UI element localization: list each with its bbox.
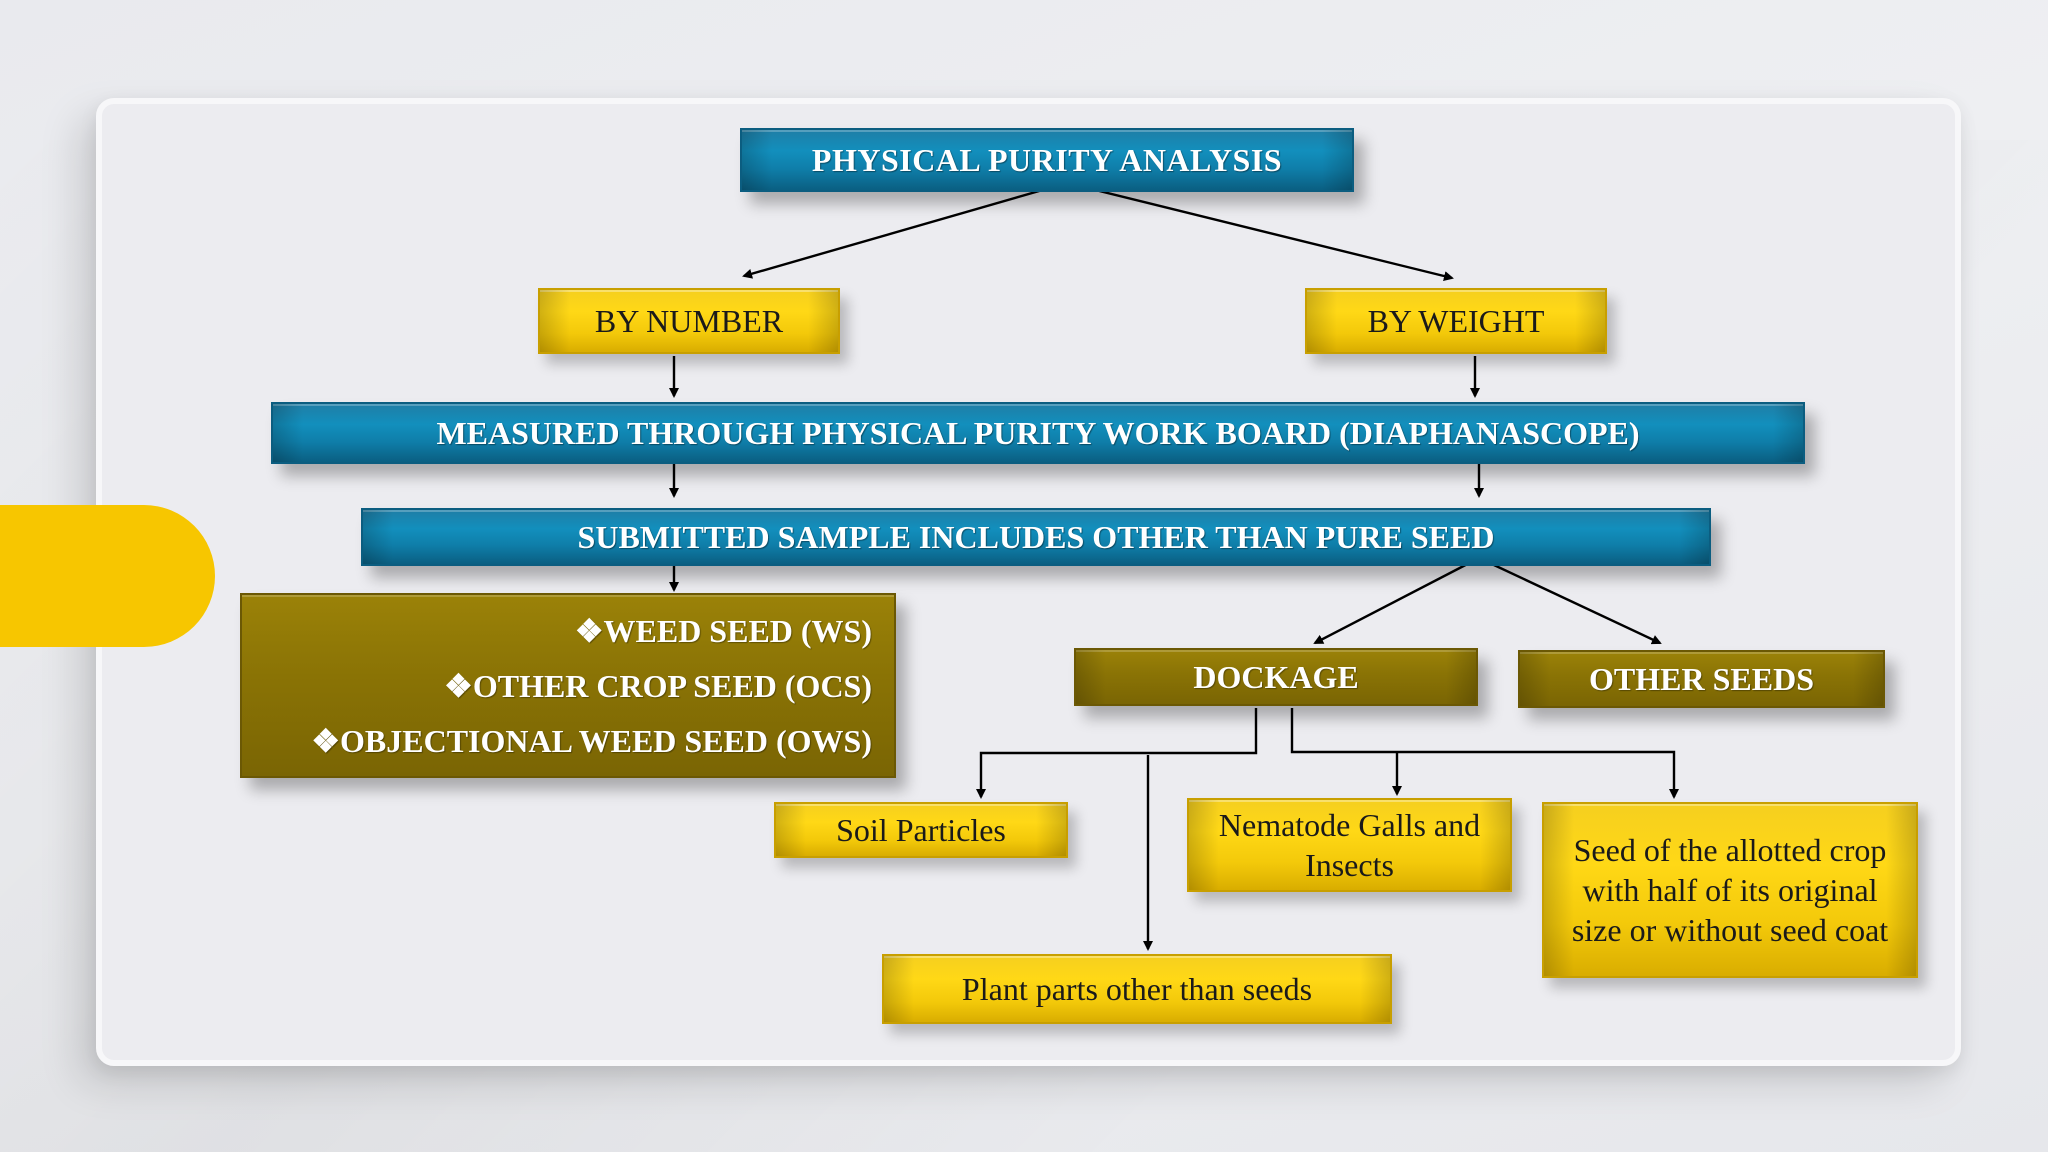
plant-parts-box: Plant parts other than seeds	[882, 954, 1392, 1024]
seed-allotted-crop-box: Seed of the allotted crop with half of i…	[1542, 802, 1918, 978]
arrow-dockage-to-soil	[976, 708, 1258, 799]
by-number-label: BY NUMBER	[594, 303, 784, 339]
category-objectional-weed-seed: ❖OBJECTIONAL WEED SEED (OWS)	[311, 722, 872, 759]
by-number-box: BY NUMBER	[538, 288, 840, 354]
yellow-accent-tab	[0, 505, 215, 647]
by-weight-box: BY WEIGHT	[1305, 288, 1607, 354]
soil-particles-label: Soil Particles	[836, 812, 1006, 848]
arrow-submitted-to-dockage	[1313, 556, 1480, 645]
plant-parts-label: Plant parts other than seeds	[961, 971, 1313, 1007]
nematode-galls-box: Nematode Galls and Insects	[1187, 798, 1512, 892]
category-weed-seed: ❖WEED SEED (WS)	[574, 612, 872, 649]
arrow-submitted-to-other-seeds	[1478, 556, 1662, 645]
category-other-crop-seed: ❖OTHER CROP SEED (OCS)	[444, 667, 872, 704]
submitted-label: SUBMITTED SAMPLE INCLUDES OTHER THAN PUR…	[577, 519, 1495, 555]
measured-through-box: MEASURED THROUGH PHYSICAL PURITY WORK BO…	[271, 402, 1805, 464]
seed-categories-box: ❖WEED SEED (WS) ❖OTHER CROP SEED (OCS) ❖…	[240, 593, 896, 778]
other-seeds-label: OTHER SEEDS	[1589, 661, 1814, 697]
physical-purity-analysis-box: PHYSICAL PURITY ANALYSIS	[740, 128, 1354, 192]
measured-label: MEASURED THROUGH PHYSICAL PURITY WORK BO…	[436, 415, 1640, 451]
arrow-title-to-by-number	[742, 181, 1068, 279]
soil-particles-box: Soil Particles	[774, 802, 1068, 858]
submitted-sample-box: SUBMITTED SAMPLE INCLUDES OTHER THAN PUR…	[361, 508, 1711, 566]
arrow-dockage-to-seed-allotted	[1290, 708, 1679, 799]
arrow-title-to-by-weight	[1066, 181, 1454, 281]
seed-allotted-crop-label: Seed of the allotted crop with half of i…	[1571, 832, 1889, 948]
dockage-label: DOCKAGE	[1193, 659, 1359, 695]
other-seeds-box: OTHER SEEDS	[1518, 650, 1885, 708]
title-label: PHYSICAL PURITY ANALYSIS	[811, 142, 1283, 178]
dockage-box: DOCKAGE	[1074, 648, 1478, 706]
by-weight-label: BY WEIGHT	[1367, 303, 1545, 339]
nematode-galls-label: Nematode Galls and Insects	[1218, 807, 1481, 883]
